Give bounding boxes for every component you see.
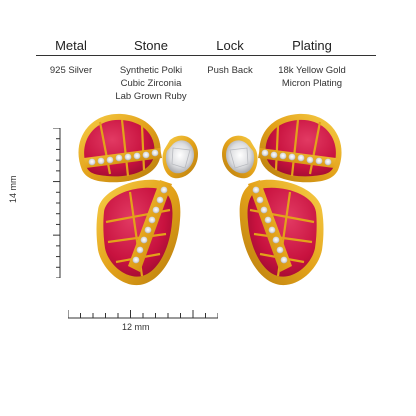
spec-header-stone: Stone (134, 38, 168, 53)
earrings-image (78, 113, 342, 286)
spec-header-metal: Metal (55, 38, 87, 53)
right-earring (222, 113, 342, 286)
spec-value-stone: Synthetic Polki Cubic Zirconia Lab Grown… (115, 64, 186, 103)
spec-value-line: 925 Silver (49, 65, 93, 76)
spec-header-plating: Plating (292, 38, 332, 53)
spec-value-line: Lab Grown Ruby (115, 91, 187, 102)
spec-value-metal: 925 Silver (50, 64, 92, 77)
spec-divider (36, 55, 376, 56)
width-label: 12 mm (122, 322, 150, 332)
spec-value-line: Push Back (207, 65, 253, 76)
spec-header-lock: Lock (216, 38, 244, 53)
spec-table: Metal Stone Lock Plating 925 Silver Synt… (0, 0, 416, 110)
spec-value-line: 18k Yellow Gold (278, 65, 346, 76)
spec-value-line: Cubic Zirconia (120, 78, 182, 89)
width-ruler (68, 310, 218, 319)
height-label: 14 mm (8, 175, 18, 203)
spec-value-lock: Push Back (207, 64, 252, 77)
spec-value-line: Synthetic Polki (119, 65, 183, 76)
spec-value-line: Micron Plating (281, 78, 343, 89)
height-ruler (53, 128, 61, 278)
left-earring (78, 113, 198, 286)
spec-value-plating: 18k Yellow Gold Micron Plating (278, 64, 346, 90)
